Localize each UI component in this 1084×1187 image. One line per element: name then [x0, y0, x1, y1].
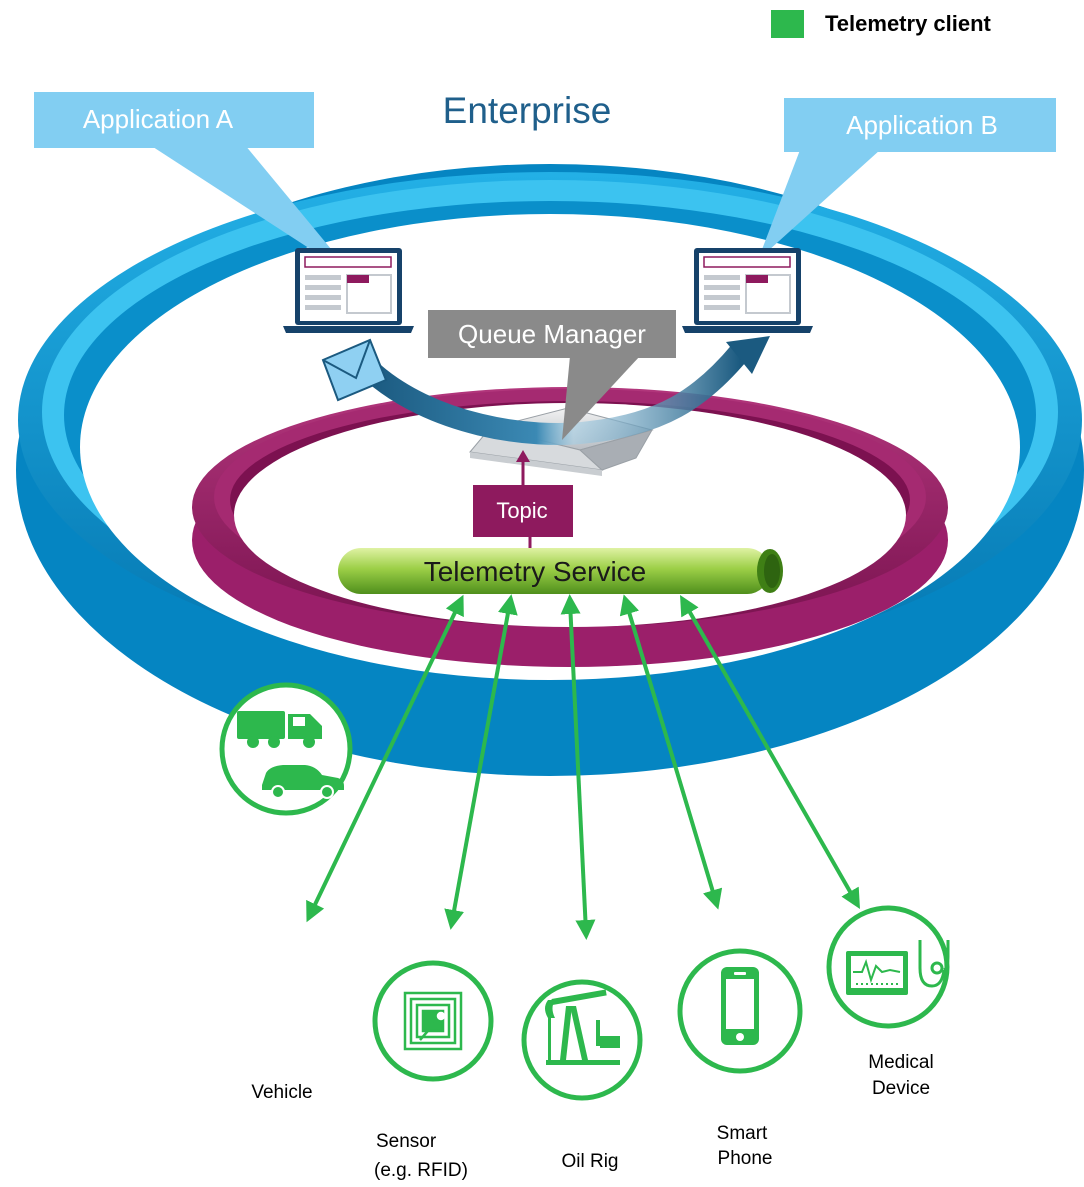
application-a-label: Application A	[83, 104, 234, 134]
rfid-sensor-icon	[403, 991, 463, 1051]
legend-label: Telemetry client	[825, 11, 992, 36]
smart-phone-node: Smart Phone	[677, 948, 803, 1169]
oil-rig-connection-arrow	[560, 594, 596, 940]
smart-phone-icon	[721, 967, 759, 1045]
vehicle-connection-arrow	[306, 594, 464, 923]
vehicle-icon	[237, 711, 344, 799]
application-a-laptop-icon	[283, 248, 414, 333]
oil-rig-label: Oil Rig	[561, 1151, 618, 1172]
oil-rig-node: Oil Rig	[521, 979, 643, 1172]
enterprise-title: Enterprise	[443, 90, 612, 131]
sensor-connection-arrow	[444, 594, 518, 930]
medical-device-icon	[846, 940, 950, 995]
queue-manager-label: Queue Manager	[458, 319, 646, 349]
topic-label: Topic	[496, 498, 547, 523]
vehicle-label: Vehicle	[251, 1082, 312, 1103]
medical-device-label-line-2: Device	[872, 1078, 930, 1099]
telemetry-connections	[306, 594, 860, 940]
envelope-icon	[321, 338, 388, 402]
topic-connector: Topic	[473, 450, 573, 566]
telemetry-service-label: Telemetry Service	[424, 556, 647, 587]
queue-manager-callout: Queue Manager	[428, 310, 676, 440]
message-flow-arrow	[362, 336, 770, 445]
application-b-label: Application B	[846, 110, 998, 140]
sensor-label-line-1: Sensor	[376, 1131, 437, 1152]
smart-phone-label-line-2: Phone	[718, 1148, 773, 1169]
telemetry-service-pipe: Telemetry Service	[338, 548, 783, 594]
medical-device-connection-arrow	[680, 595, 860, 909]
sensor-node: Sensor (e.g. RFID)	[372, 960, 494, 1181]
application-b-callout: Application B	[758, 98, 1056, 260]
legend: Telemetry client	[771, 10, 992, 38]
smart-phone-label-line-1: Smart	[717, 1123, 768, 1144]
medical-device-node: Medical Device	[826, 905, 950, 1099]
application-a-callout: Application A	[34, 92, 355, 278]
legend-swatch	[771, 10, 804, 38]
medical-device-label-line-1: Medical	[868, 1052, 933, 1073]
vehicle-node: Vehicle	[219, 682, 353, 1103]
oil-rig-icon	[545, 989, 620, 1065]
sensor-label-line-2: (e.g. RFID)	[374, 1160, 468, 1181]
application-b-laptop-icon	[682, 248, 813, 333]
